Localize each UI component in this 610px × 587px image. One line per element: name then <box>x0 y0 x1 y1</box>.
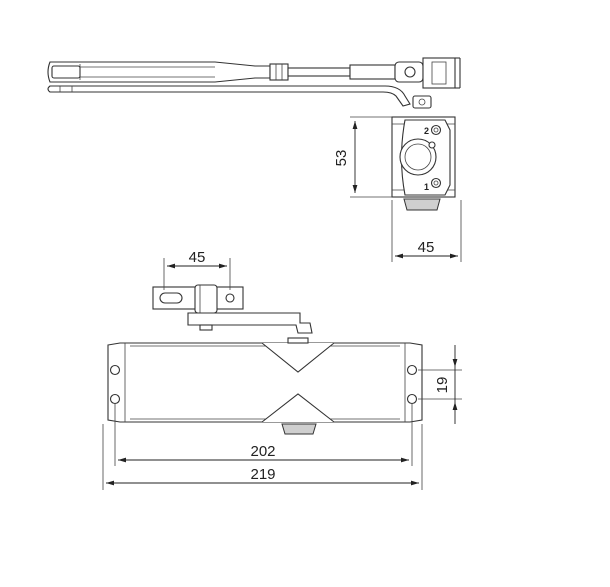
valve-label-1: 1 <box>424 182 429 192</box>
dimension-body-depth: 45 <box>391 200 462 262</box>
dim-text-45-top: 45 <box>189 249 206 266</box>
body-side-view: 2 1 <box>391 116 456 211</box>
dimension-hole-vertical: 19 <box>418 345 462 424</box>
dimension-body-height: 53 <box>333 116 392 198</box>
dimension-arm-pivot: 45 <box>163 249 231 290</box>
bracket-front-view <box>152 284 313 334</box>
dim-text-45-side: 45 <box>418 239 435 256</box>
dim-text-53: 53 <box>333 150 350 167</box>
dim-text-19: 19 <box>434 377 451 394</box>
dimension-overall-length: 219 <box>102 424 423 490</box>
dim-text-202: 202 <box>250 443 275 460</box>
valve-label-2: 2 <box>424 126 429 136</box>
body-front-view <box>107 337 423 435</box>
dimension-hole-horizontal: 202 <box>114 404 413 466</box>
arm-top-view <box>47 57 461 109</box>
dim-text-219: 219 <box>250 466 275 483</box>
